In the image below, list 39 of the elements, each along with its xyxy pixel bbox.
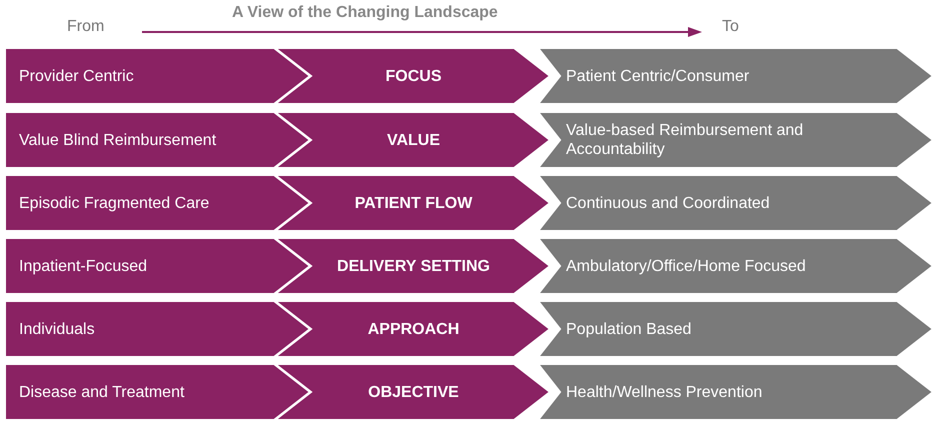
banner-text: Ambulatory/Office/Home Focused — [566, 256, 806, 276]
banner-text: Inpatient-Focused — [19, 256, 148, 276]
to-banner — [538, 175, 933, 231]
banner-text: Disease and Treatment — [19, 382, 184, 402]
category-label: FOCUS — [386, 66, 442, 86]
from-banner — [5, 48, 310, 104]
direction-label: From — [67, 18, 104, 36]
banner-text: Continuous and Coordinated — [566, 194, 770, 212]
banner-text: Value-based Reimbursement and Accountability — [566, 121, 804, 159]
category-banner — [275, 112, 550, 168]
category-banner — [275, 48, 550, 104]
banner-text: Value Blind Reimbursement — [19, 130, 216, 150]
category-banner — [275, 175, 550, 231]
to-banner — [538, 364, 933, 420]
category-label: DELIVERY SETTING — [337, 256, 490, 276]
to-banner — [538, 48, 933, 104]
from-banner — [5, 301, 310, 357]
from-banner — [5, 238, 310, 294]
category-banner — [275, 364, 550, 420]
category-label: APPROACH — [368, 320, 460, 338]
banner-text: Health/Wellness Prevention — [566, 382, 762, 402]
category-banner — [275, 301, 550, 357]
banner-text: Individuals — [19, 320, 95, 338]
to-banner — [538, 301, 933, 357]
banner-text: Provider Centric — [19, 66, 134, 86]
to-banner — [538, 238, 933, 294]
category-banner — [275, 238, 550, 294]
from-banner — [5, 112, 310, 168]
category-label: VALUE — [386, 130, 440, 150]
category-label: PATIENT FLOW — [354, 194, 472, 212]
banner-text: Population Based — [566, 320, 692, 338]
direction-label: To — [722, 18, 739, 36]
title: A View of the Changing Landscape — [232, 4, 498, 22]
from-banner — [5, 175, 310, 231]
banner-text: Patient Centric/Consumer — [566, 66, 750, 86]
from-banner — [5, 364, 310, 420]
to-banner — [538, 112, 933, 168]
category-label: OBJECTIVE — [368, 382, 459, 402]
banner-text: Episodic Fragmented Care — [19, 194, 210, 212]
